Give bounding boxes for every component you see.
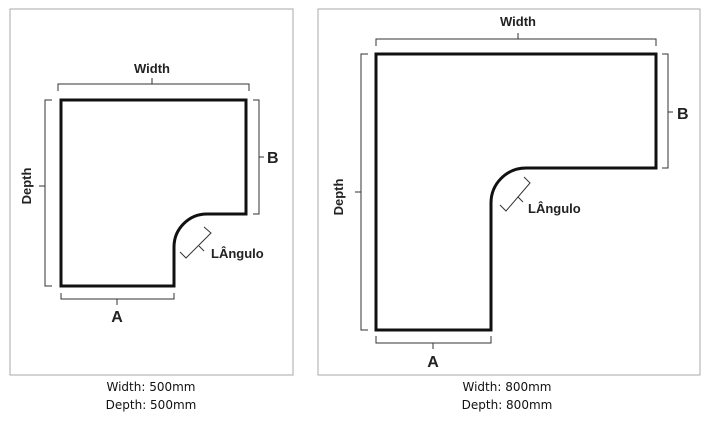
- depth-bracket: [44, 99, 52, 287]
- a-label: A: [427, 354, 439, 371]
- angle-bracket: [179, 226, 212, 259]
- angle-label: LÂngulo: [211, 246, 264, 261]
- desk-outline: [59, 98, 248, 288]
- width-bracket: [57, 83, 250, 91]
- caption-depth: Depth: 500mm: [106, 398, 197, 412]
- diagram-800: Width Depth B A LÂngulo Width: 800mm Dep…: [317, 8, 701, 412]
- width-label: Width: [500, 14, 536, 29]
- desk-outline: [374, 52, 658, 332]
- b-label: B: [267, 150, 279, 167]
- angle-label: LÂngulo: [528, 201, 581, 216]
- depth-label: Depth: [19, 168, 34, 205]
- depth-label: Depth: [331, 179, 346, 216]
- angle-bracket-tick: [517, 196, 524, 203]
- caption-width: Width: 800mm: [462, 380, 551, 394]
- angle-bracket-tick: [198, 245, 205, 252]
- b-label: B: [677, 106, 689, 123]
- diagram-frame: [317, 8, 701, 376]
- b-bracket: [662, 53, 669, 169]
- a-label: A: [111, 309, 123, 326]
- width-label: Width: [134, 61, 170, 76]
- width-bracket: [375, 38, 657, 46]
- caption-depth: Depth: 800mm: [462, 398, 553, 412]
- diagram-500: Width Depth B A LÂngulo Width: 500mm Dep…: [9, 8, 294, 412]
- caption-width: Width: 500mm: [106, 380, 195, 394]
